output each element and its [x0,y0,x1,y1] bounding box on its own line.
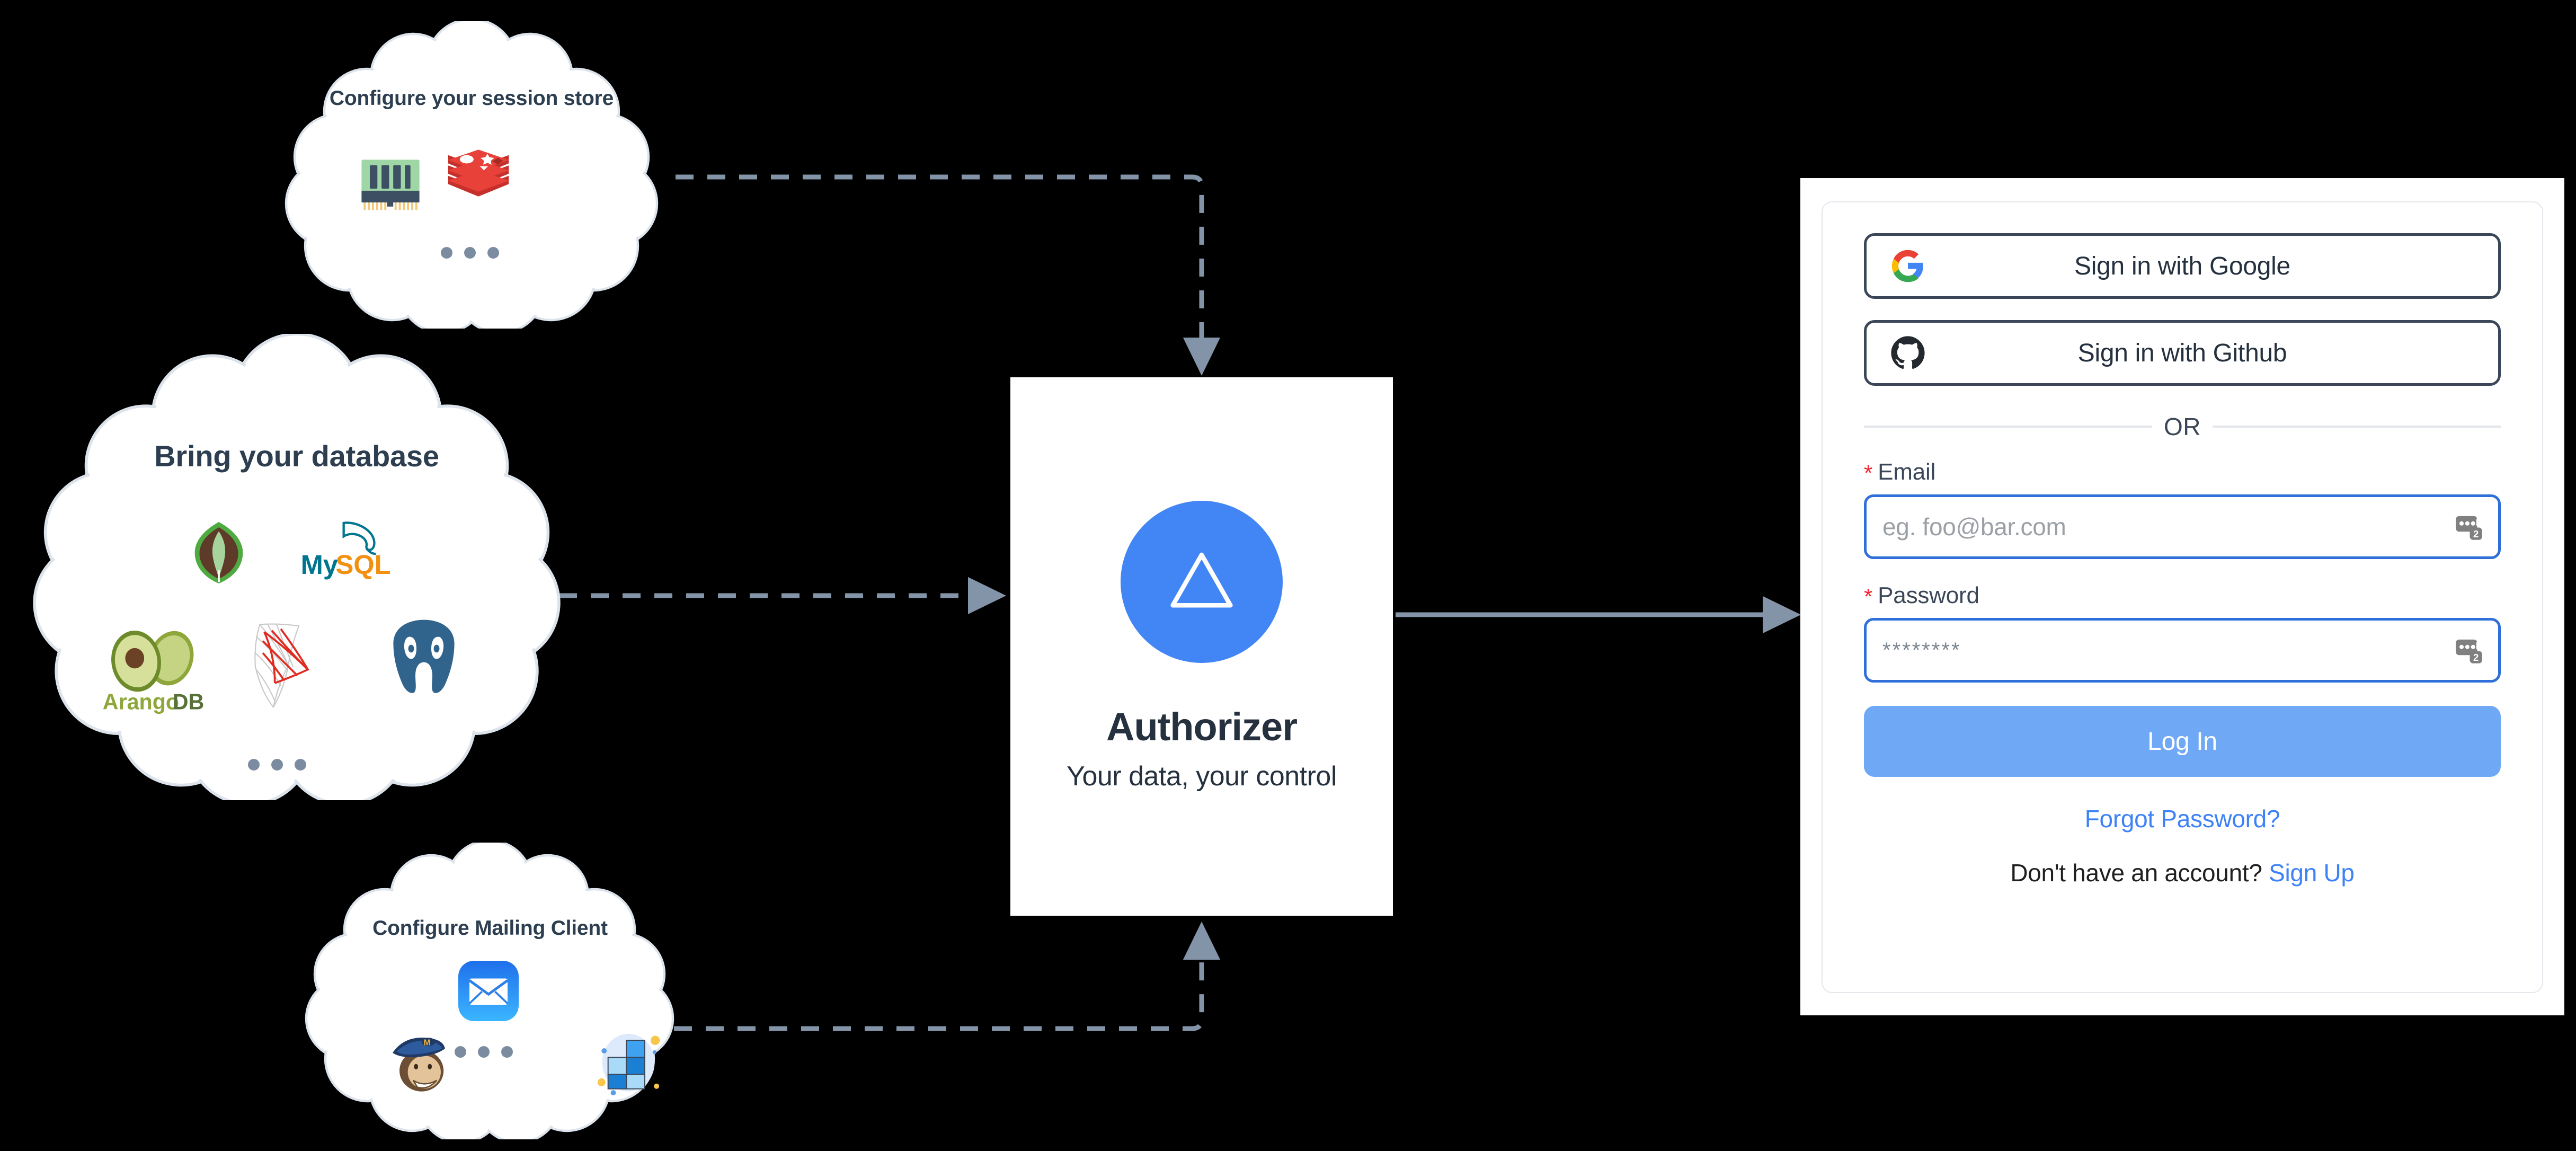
email-input[interactable]: eg. foo@bar.com 2 [1864,494,2501,559]
svg-text:SQL: SQL [335,550,390,580]
password-label: *Password [1864,582,2501,609]
or-divider: OR [1864,412,2501,441]
cloud-mailing-client: Configure Mailing Client [281,843,699,1139]
password-manager-icon[interactable]: 2 [2453,634,2485,667]
divider-line-right [2213,426,2501,428]
divider-line-left [1864,426,2152,428]
redis-icon [444,144,513,213]
wire-session-to-core [676,174,1221,376]
cloud-mailing-more-dots [455,1046,513,1058]
password-label-text: Password [1878,582,1979,608]
email-required-mark: * [1864,461,1873,485]
password-value: ******** [1882,638,1961,662]
email-label-text: Email [1878,459,1936,485]
sign-up-link[interactable]: Sign Up [2269,859,2355,887]
sqlserver-icon [244,620,328,710]
wire-mailing-to-core [674,922,1221,1031]
mysql-icon: My SQL [297,514,397,583]
svg-text:Arango: Arango [103,689,179,714]
github-icon [1888,333,1928,373]
cloud-database: Bring your database My SQL [32,334,562,800]
sign-in-with-google-label: Sign in with Google [2074,252,2290,280]
svg-text:M: M [424,1039,431,1048]
arangodb-icon: Arango DB [95,620,212,715]
email-placeholder: eg. foo@bar.com [1882,513,2066,541]
mail-envelope-icon [456,958,521,1024]
authorizer-title: Authorizer [1106,705,1298,749]
svg-text:My: My [301,550,338,580]
cloud-shape-database [33,334,561,800]
signup-prompt-text: Don't have an account? [2010,859,2269,887]
authorizer-core-card: Authorizer Your data, your control [1010,377,1393,916]
password-manager-icon[interactable]: 2 [2453,510,2485,543]
cloud-session-title: Configure your session store [329,87,614,110]
cloud-database-title: Bring your database [154,439,439,473]
memory-ram-icon [356,147,425,216]
triangle-logo-icon [1121,501,1283,663]
mailchimp-icon: M [386,1028,455,1097]
sign-in-with-github-label: Sign in with Github [2077,339,2287,367]
password-required-mark: * [1864,584,1873,609]
or-label: OR [2164,413,2201,440]
log-in-button[interactable]: Log In [1864,706,2501,777]
svg-text:2: 2 [2473,652,2479,663]
login-panel: Sign in with Google Sign in with Github … [1800,178,2564,1015]
svg-text:DB: DB [173,689,205,714]
sign-in-with-google-button[interactable]: Sign in with Google [1864,233,2501,299]
email-label: *Email [1864,459,2501,486]
cloud-database-more-dots [248,759,306,771]
authorizer-tagline: Your data, your control [1067,761,1337,792]
password-input[interactable]: ******** 2 [1864,618,2501,683]
login-card: Sign in with Google Sign in with Github … [1822,201,2543,993]
mongodb-icon [185,519,252,586]
svg-text:2: 2 [2473,528,2479,539]
postgresql-icon [381,615,466,700]
cloud-session-store: Configure your session store [265,21,678,329]
cloud-session-more-dots [441,247,499,259]
google-icon [1888,246,1928,286]
cloud-mailing-title: Configure Mailing Client [372,917,608,940]
sign-in-with-github-button[interactable]: Sign in with Github [1864,320,2501,386]
signup-prompt-row: Don't have an account? Sign Up [1864,858,2501,887]
forgot-password-link[interactable]: Forgot Password? [2084,805,2280,833]
sendgrid-icon [592,1026,664,1098]
